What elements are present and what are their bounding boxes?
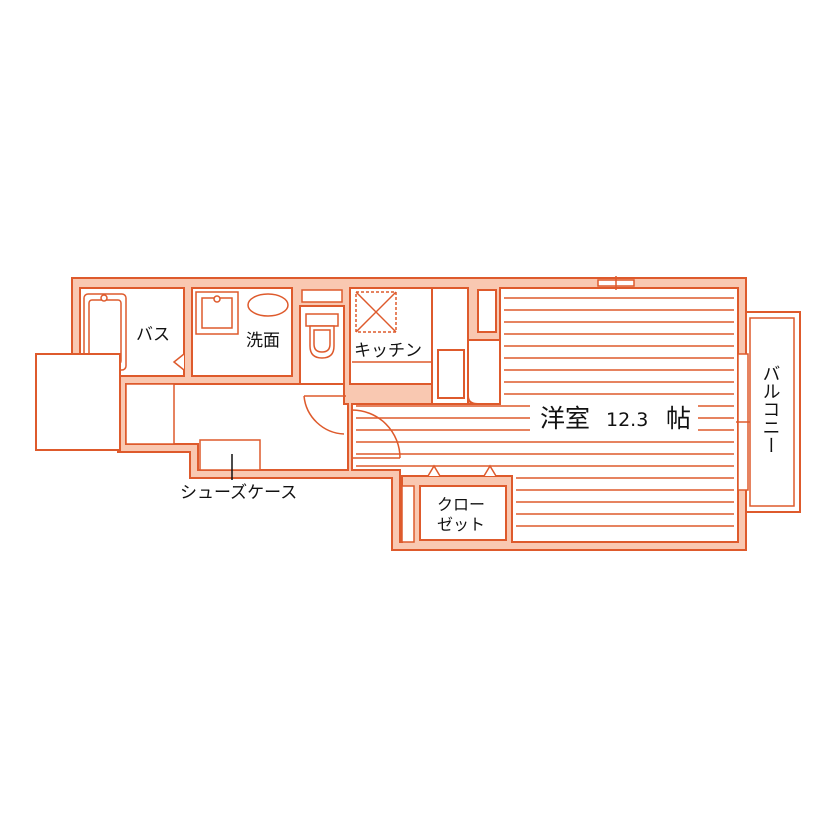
fridge-space — [437, 349, 465, 399]
faucet-icon — [100, 294, 108, 302]
washbasin-bowl — [201, 297, 233, 329]
shoe-case-label: シューズケース — [180, 483, 297, 503]
washing-machine-icon — [247, 293, 289, 317]
bath-label: バス — [136, 325, 170, 345]
counter-curve — [467, 339, 501, 405]
closet-label-line2: ゼット — [437, 515, 485, 534]
closet-door-notch — [483, 464, 497, 477]
shoe-case — [199, 439, 261, 471]
small-storage — [477, 289, 497, 333]
balcony-inner — [749, 317, 795, 507]
western-room-unit: 帖 — [666, 404, 691, 433]
closet-door-notch — [427, 464, 441, 477]
room-door-swing — [351, 409, 401, 459]
kitchen-label: キッチン — [354, 341, 422, 361]
western-room-name: 洋室 — [540, 404, 590, 433]
bath-door-notch — [172, 353, 185, 371]
toilet-door-swing — [303, 395, 346, 435]
stove-cross-line — [355, 291, 397, 333]
entrance-step — [125, 383, 175, 445]
balcony-label: バルコニー — [760, 364, 781, 454]
toilet-seat — [313, 329, 331, 353]
side-storage — [401, 485, 415, 543]
washroom-label: 洗面 — [246, 331, 280, 351]
western-room-size: 12.3 — [606, 409, 648, 431]
toilet-tank — [305, 313, 339, 327]
entrance-porch — [35, 353, 121, 451]
basin-tap-icon — [213, 295, 221, 303]
room-label-backdrop — [530, 400, 698, 434]
closet-box — [419, 485, 507, 541]
closet-label-line1: クロー — [437, 495, 485, 514]
toilet-shelf — [301, 289, 343, 303]
